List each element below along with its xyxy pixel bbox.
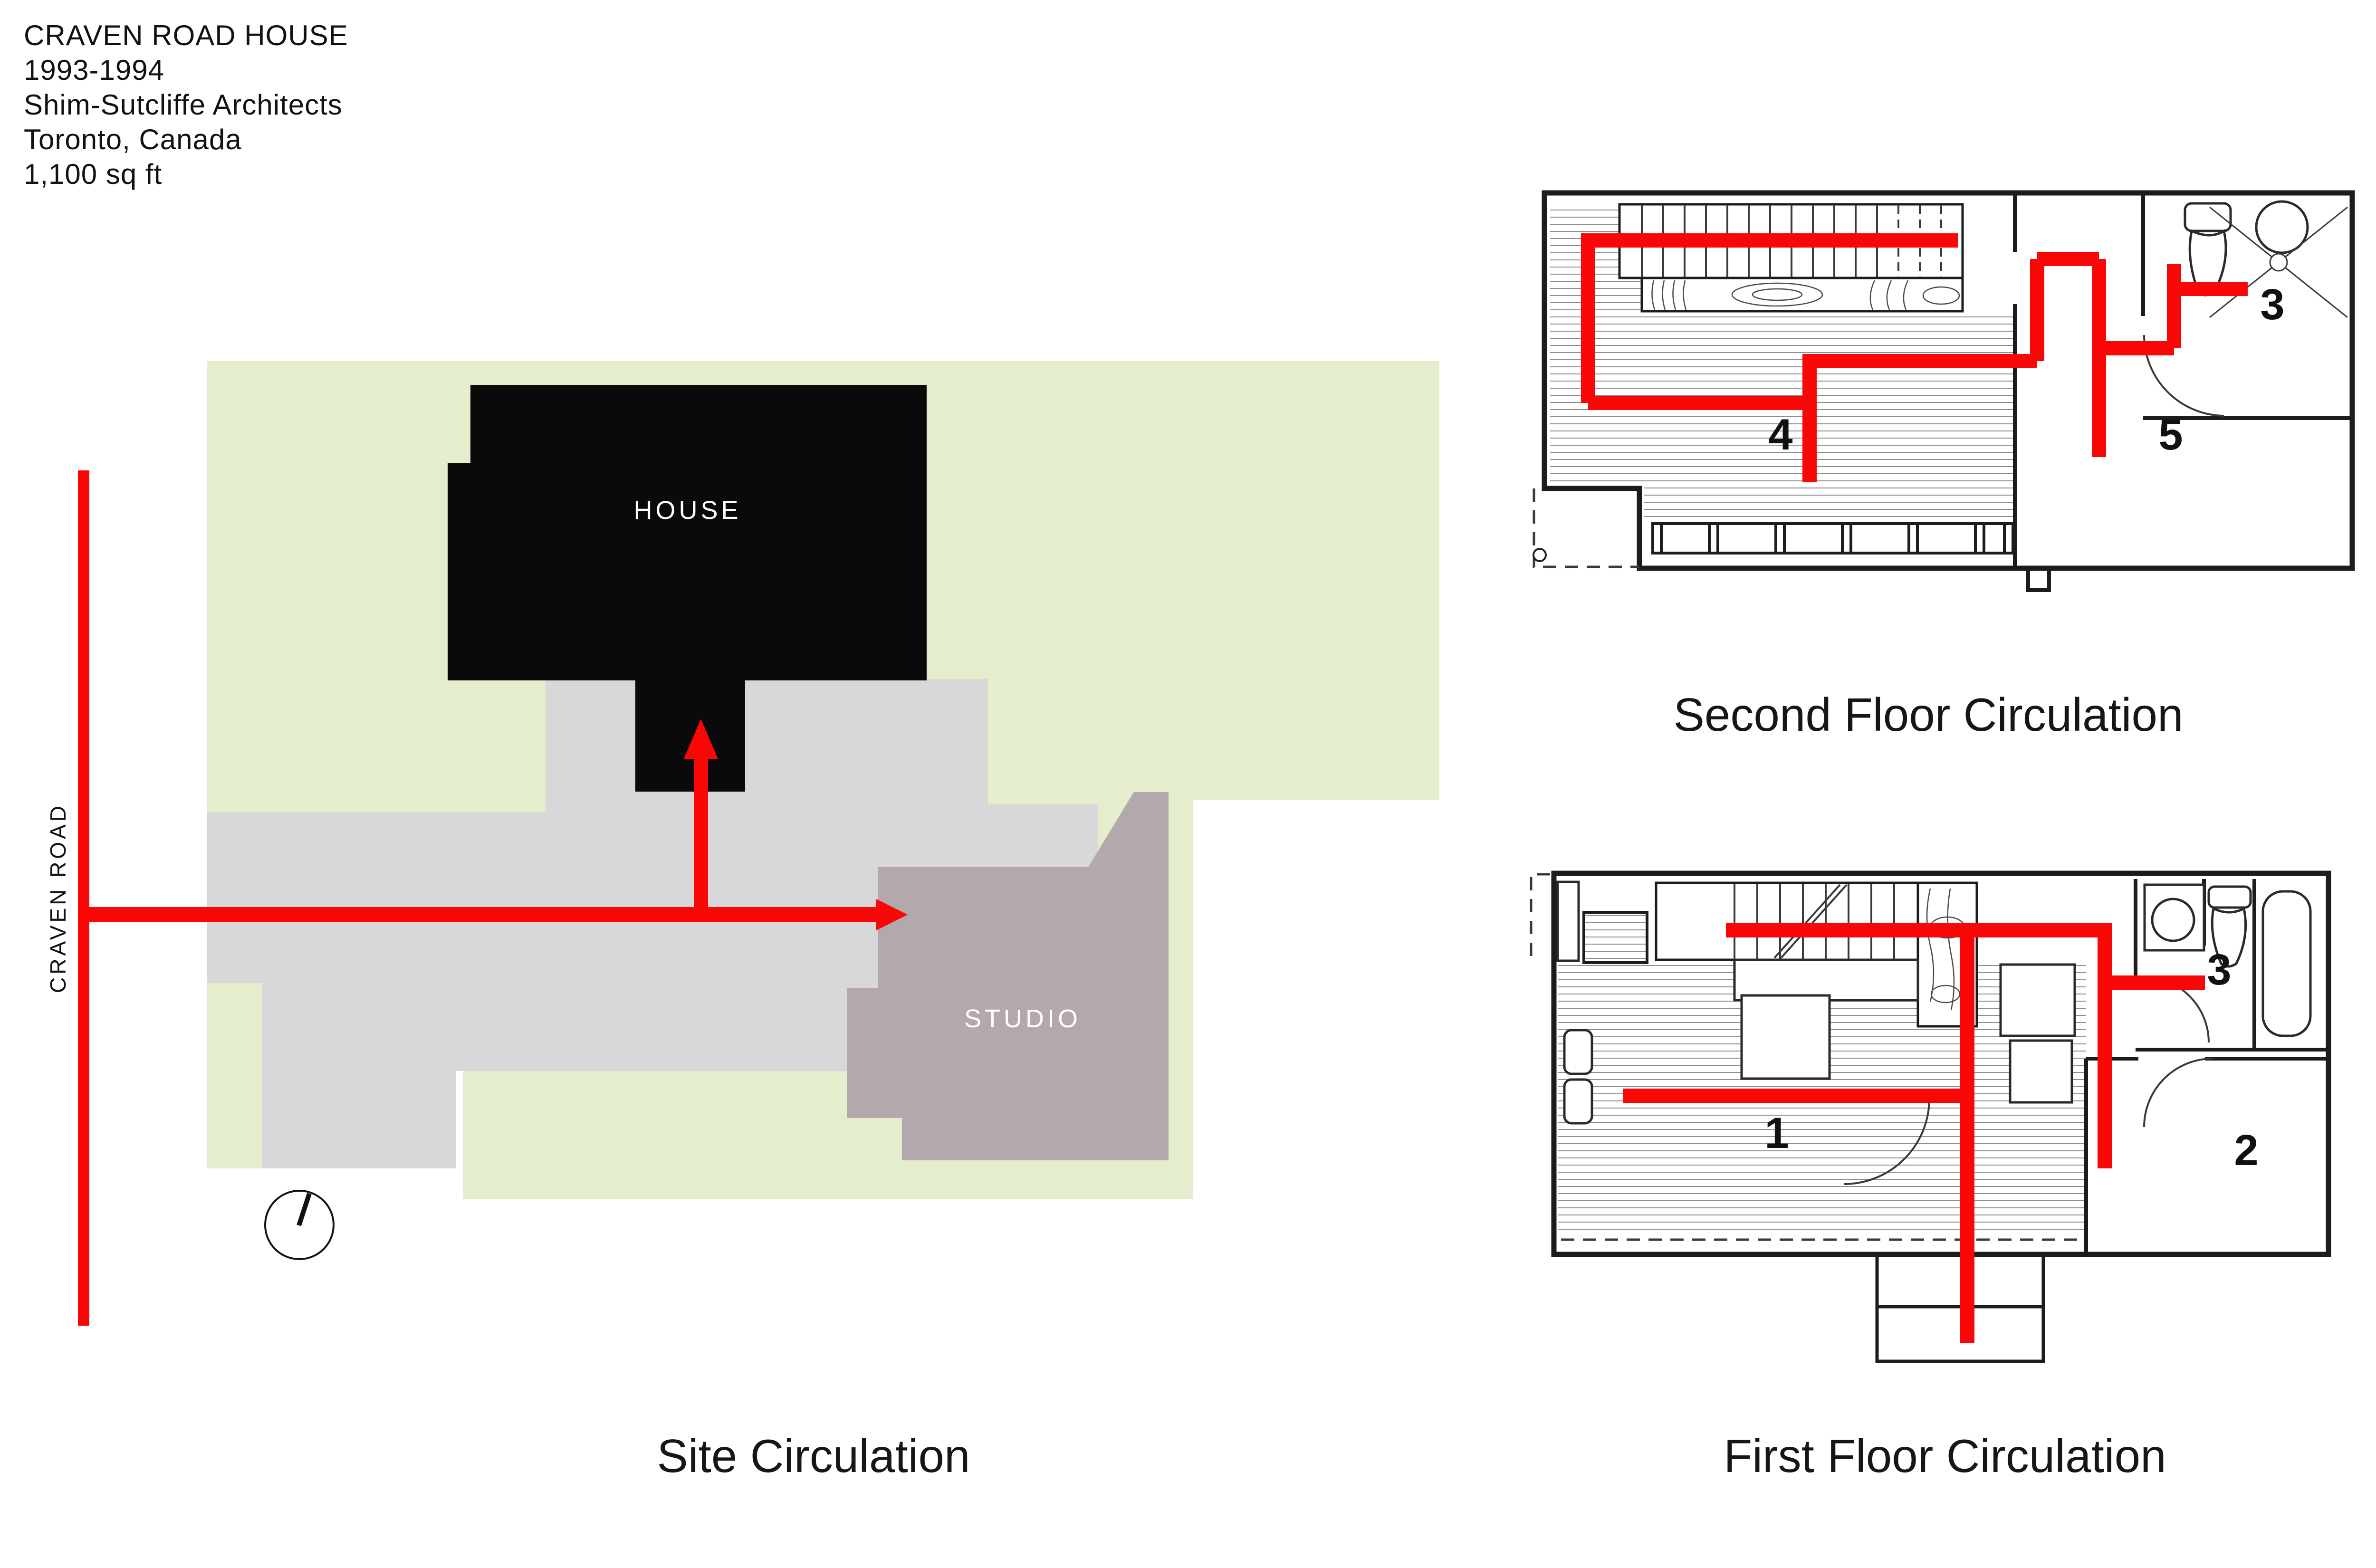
studio-shape: [847, 792, 1169, 1160]
bedroom-door-arc: [2143, 1058, 2213, 1128]
site-plan: HOUSE STUDIO CRAVEN ROAD Site Circulatio…: [46, 361, 1439, 1482]
cooktop-icon: [1563, 1078, 1593, 1125]
cabinets: [1733, 958, 2076, 1104]
road-line: [78, 470, 89, 1326]
first-floor-plan: 1 2 3 First Floor Circulation: [1530, 870, 2331, 1482]
craven-road-label: CRAVEN ROAD: [46, 803, 70, 993]
site-circulation-arrows: [78, 470, 908, 1326]
project-title: CRAVEN ROAD HOUSE: [24, 19, 348, 51]
arrow-up-icon: [684, 719, 718, 759]
compass-icon: [264, 1190, 335, 1260]
toilet-icon: [2207, 885, 2252, 909]
site-caption: Site Circulation: [657, 1430, 970, 1482]
outer-walls: [1551, 870, 2331, 1257]
wood-bench: [1640, 277, 1964, 313]
entry-path-shaft: [84, 907, 878, 922]
deck: [1651, 522, 2015, 555]
room-number: 3: [2207, 946, 2231, 994]
toilet-bowl-icon: [2211, 907, 2247, 968]
floor-hatch: [1644, 311, 2015, 523]
room-number: 5: [2158, 411, 2183, 459]
sink-icon: [1563, 1029, 1593, 1075]
project-location: Toronto, Canada: [24, 124, 242, 155]
bathtub-icon: [2261, 890, 2312, 1037]
stair: [1655, 881, 1919, 961]
studio-label: STUDIO: [964, 1004, 1081, 1033]
room-number: 2: [2234, 1126, 2258, 1175]
kitchen-casework: [1556, 880, 1648, 1125]
outer-walls: [1542, 190, 2355, 571]
second-floor-plan: 3 4 5 Second Floor Circulation: [1533, 190, 2355, 741]
interior-walls: [2013, 193, 2352, 592]
sink-icon: [2255, 200, 2309, 254]
room-number: 4: [1768, 411, 1792, 459]
bathroom-fixtures: [2184, 200, 2348, 318]
house-shape: [448, 385, 927, 792]
shower-floor-icon: [2209, 206, 2348, 318]
deck-door-arc: [1843, 1098, 1930, 1185]
first-floor-circulation: [1623, 923, 2205, 1343]
project-area: 1,100 sq ft: [24, 158, 163, 190]
column-icon: [1533, 548, 1547, 562]
room-number: 3: [2260, 280, 2284, 329]
bathroom-fixtures: [2143, 883, 2312, 1037]
room-number: 1: [1764, 1109, 1789, 1157]
project-architect: Shim-Sutcliffe Architects: [24, 89, 343, 121]
first-floor-caption: First Floor Circulation: [1724, 1430, 2166, 1482]
project-years: 1993-1994: [24, 54, 164, 86]
dashed-corner: [1530, 873, 1553, 956]
toilet-icon: [2184, 202, 2232, 232]
house-branch-shaft: [694, 758, 708, 915]
arrow-right-icon: [876, 899, 908, 930]
sink-icon: [2151, 898, 2195, 942]
second-floor-circulation: [1581, 233, 2248, 482]
house-label: HOUSE: [633, 496, 741, 525]
project-title-block: CRAVEN ROAD HOUSE 1993-1994 Shim-Sutclif…: [24, 18, 348, 191]
dashed-overhang: [1533, 488, 1639, 568]
second-floor-caption: Second Floor Circulation: [1673, 688, 2183, 741]
